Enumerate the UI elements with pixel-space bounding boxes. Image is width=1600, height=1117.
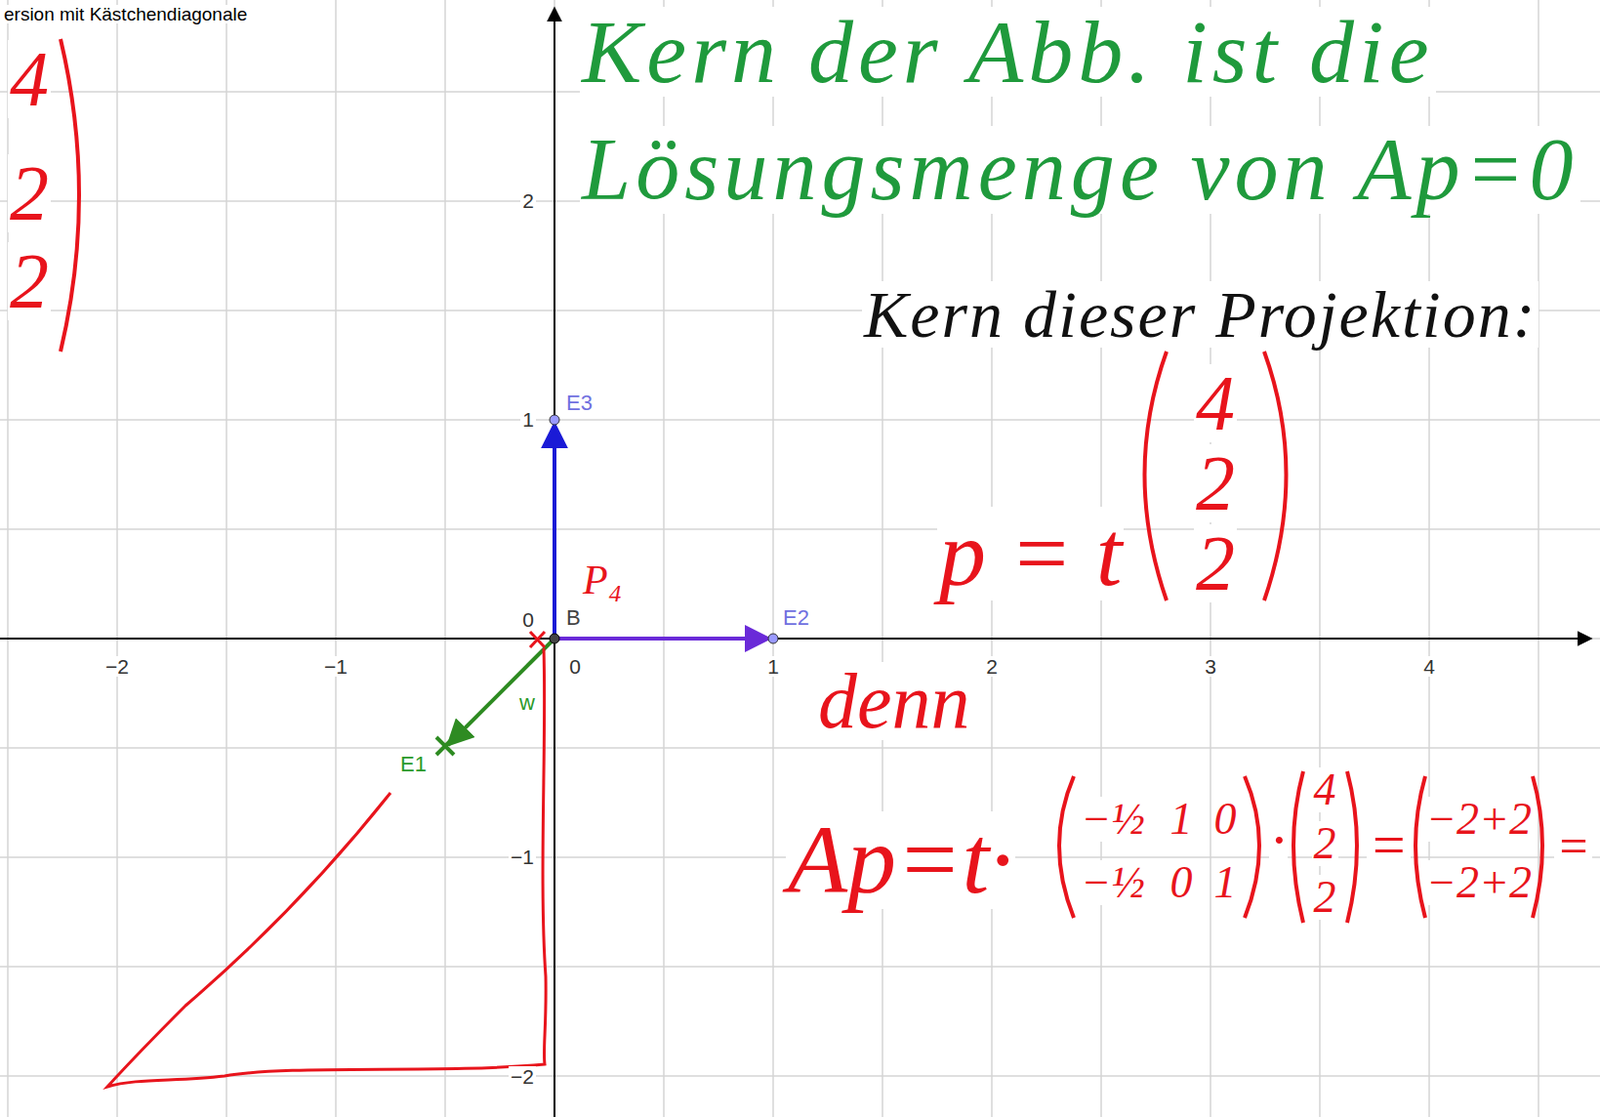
axis-tick-label: −2 xyxy=(508,1066,536,1087)
grid-line xyxy=(0,746,1600,749)
x-axis xyxy=(0,637,1592,640)
handwritten-note: Lösungsmenge von Ap=0 xyxy=(579,125,1581,214)
handwritten-math: 2 xyxy=(1312,820,1339,866)
axis-tick-label: 2 xyxy=(520,190,536,211)
axis-tick-label: −1 xyxy=(508,846,536,867)
handwritten-math: · xyxy=(1269,810,1288,869)
handwritten-note: Kern der Abb. ist die xyxy=(579,6,1436,97)
point-cross xyxy=(436,737,454,755)
axis-tick-label: 1 xyxy=(765,656,781,677)
grid-line xyxy=(0,418,1600,421)
axis-tick-label: 2 xyxy=(984,656,1000,677)
point xyxy=(768,633,779,644)
header-fragment: ersion mit Kästchendiagonale xyxy=(1,4,249,24)
grid-line xyxy=(0,637,1600,640)
paren xyxy=(1059,776,1074,918)
axis-tick-label: 4 xyxy=(1421,656,1437,677)
point-label: B xyxy=(564,607,583,629)
point xyxy=(549,414,560,425)
handwritten-math: Ap=t· xyxy=(785,811,1016,909)
grid-line xyxy=(553,0,556,1117)
handwritten-math: 0 xyxy=(1168,860,1195,905)
axis-tick-label: −2 xyxy=(103,656,131,677)
vector-e2 xyxy=(554,636,770,641)
handwritten-math: −2+2 xyxy=(1424,796,1534,842)
axis-tick-label: 0 xyxy=(567,656,583,677)
handwritten-math: 4 xyxy=(1193,364,1237,443)
grid-line xyxy=(444,0,447,1117)
paren xyxy=(1532,776,1543,918)
handwritten-math: −2+2 xyxy=(1424,860,1534,905)
point xyxy=(549,633,560,644)
axis-tick-label: 3 xyxy=(1202,656,1219,677)
grid-line xyxy=(334,0,337,1117)
handwritten-math: −½ xyxy=(1078,860,1148,905)
axis-tick-label: 0 xyxy=(520,609,536,630)
point-label: w xyxy=(517,692,537,714)
handwritten-math: 4 xyxy=(1312,767,1339,813)
handwritten-math: 1 xyxy=(1168,796,1195,842)
handwritten-math: 2 xyxy=(1312,874,1339,920)
handwritten-math: 2 xyxy=(7,242,51,321)
handwritten-math: 4 xyxy=(7,40,51,119)
handwritten-math: 1 xyxy=(1212,860,1239,905)
paren xyxy=(1145,351,1168,601)
handwritten-math: = xyxy=(1554,820,1593,872)
point-label: E1 xyxy=(398,753,429,776)
point-label: E3 xyxy=(564,392,595,414)
grid-line xyxy=(0,528,1600,531)
paren xyxy=(1293,771,1304,923)
handwritten-note: Kern dieser Projektion: xyxy=(861,281,1539,348)
grid-line xyxy=(225,0,228,1117)
grid-line xyxy=(0,1074,1600,1077)
handwritten-math: −½ xyxy=(1078,796,1148,842)
handwritten-math: p = t xyxy=(937,506,1124,601)
paren xyxy=(1347,771,1357,923)
axis-tick-label: 1 xyxy=(520,409,536,430)
handwritten-math: 0 xyxy=(1212,796,1239,842)
grid-line xyxy=(116,0,119,1117)
paren xyxy=(1264,351,1287,601)
handwritten-math: 2 xyxy=(7,154,51,233)
handwritten-math: 2 xyxy=(1193,444,1237,523)
handwritten-math: 2 xyxy=(1193,524,1237,603)
grid-line xyxy=(0,965,1600,968)
paren xyxy=(60,39,80,352)
handwritten-math: denn xyxy=(816,661,973,740)
cross-mark xyxy=(530,631,545,648)
y-axis xyxy=(553,7,556,1117)
handwritten-math: = xyxy=(1366,815,1411,874)
handwritten-math: P₄ xyxy=(580,559,624,601)
red-triangle xyxy=(107,648,546,1087)
vector-w xyxy=(448,638,555,745)
axis-tick-label: −1 xyxy=(322,656,350,677)
point-label: E2 xyxy=(780,607,812,629)
paren xyxy=(1244,776,1260,918)
vector-e3 xyxy=(552,423,557,639)
